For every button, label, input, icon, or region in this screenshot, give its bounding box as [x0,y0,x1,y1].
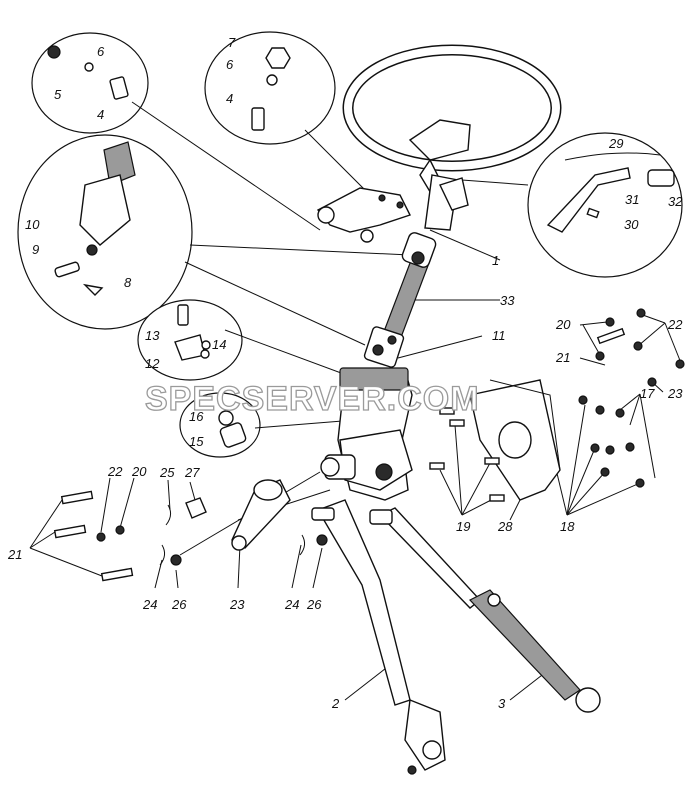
callout-5: 5 [54,87,62,102]
detail-joint-bolt-parts [174,304,211,361]
callout-29: 29 [608,136,623,151]
drag-link [311,499,446,775]
callout-33: 33 [500,293,515,308]
steering-arm [231,479,291,551]
callout-2: 2 [331,696,340,711]
callout-25: 25 [159,465,175,480]
callout-24-left: 24 [142,597,157,612]
callout-26-left: 26 [171,597,187,612]
callout-16: 16 [189,409,204,424]
callout-28: 28 [497,519,513,534]
detail-lever-parts [546,152,675,233]
detail-circle-bolt-nut [204,31,336,145]
callout-9: 9 [32,242,39,257]
mounting-bracket [469,379,561,501]
universal-joint [363,326,405,368]
bolts-right [429,308,685,502]
detail-circle-bolt-washer [31,32,149,134]
callout-4-top-left: 4 [97,107,104,122]
callout-22-left: 22 [107,464,123,479]
detail-bushing-parts [218,410,247,448]
callout-6-top: 6 [226,57,234,72]
callout-19: 19 [456,519,470,534]
callout-22-right: 22 [667,317,683,332]
callout-7: 7 [228,35,236,50]
callout-20-left: 20 [131,464,147,479]
callout-labels: 5 6 4 7 6 4 10 9 8 1 29 31 32 30 33 11 1… [7,35,683,711]
callout-15: 15 [189,434,204,449]
callout-1: 1 [492,253,499,268]
callout-10: 10 [25,217,40,232]
callout-26-right: 26 [306,597,322,612]
detail-circle-lever [527,132,683,278]
hydraulic-cylinder [369,507,601,713]
detail-cardan-parts [54,141,136,296]
detail-bolt-washer-parts [47,45,129,100]
callout-3: 3 [498,696,506,711]
nut-washer-left [53,490,328,582]
callout-6-top-left: 6 [97,44,105,59]
callout-21-left: 21 [7,547,22,562]
detail-bolt-nut-parts [251,47,291,131]
callout-32: 32 [668,194,683,209]
callout-18: 18 [560,519,575,534]
callout-27: 27 [184,465,200,480]
callout-24-right: 24 [284,597,299,612]
callout-30: 30 [624,217,639,232]
callout-14: 14 [212,337,226,352]
steering-wheel [342,44,562,202]
watermark-text: SPECSERVER.COM [145,380,480,418]
callout-23-right: 23 [667,386,683,401]
column-bracket [316,187,411,243]
callout-13: 13 [145,328,160,343]
callout-17: 17 [640,386,655,401]
callout-11: 11 [492,328,506,343]
callout-8: 8 [124,275,132,290]
callout-20-right: 20 [555,317,571,332]
callout-21-right: 21 [555,350,570,365]
callout-31: 31 [625,192,639,207]
callout-4-top: 4 [226,91,233,106]
callout-12: 12 [145,356,160,371]
steering-gear-box [320,367,413,501]
callout-23-left: 23 [229,597,245,612]
